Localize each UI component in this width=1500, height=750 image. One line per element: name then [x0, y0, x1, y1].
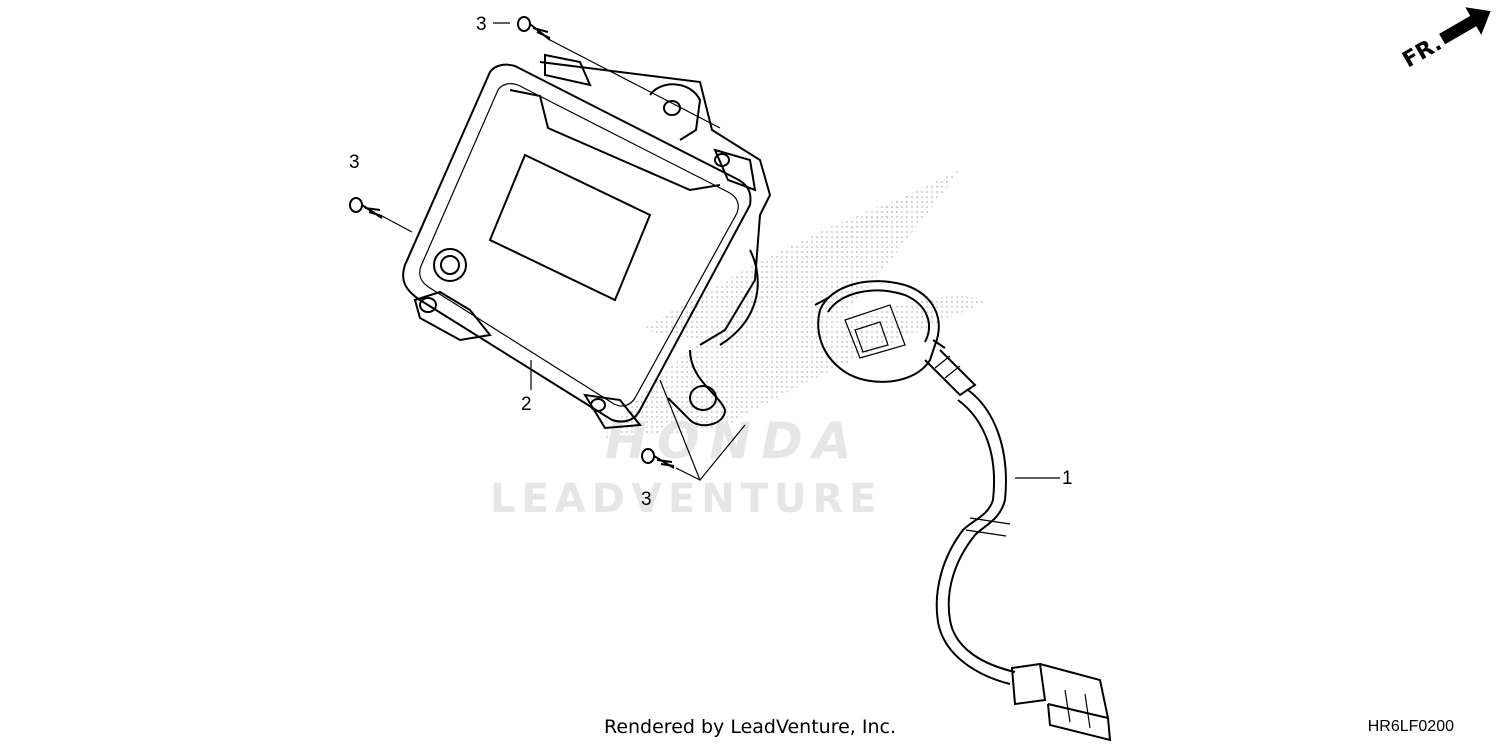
watermark-brand: HONDA: [605, 412, 861, 470]
callout-3-left: 3: [349, 152, 360, 173]
screw-top-part-3[interactable]: [517, 16, 551, 41]
screw-left-part-3[interactable]: [349, 197, 383, 219]
leader-line: [381, 215, 413, 233]
leader-line: [675, 467, 701, 481]
wire-harness-part-1[interactable]: [814, 280, 1112, 742]
render-credit: Rendered by LeadVenture, Inc.: [603, 716, 897, 738]
screw-bottom-part-3[interactable]: [641, 448, 675, 469]
callout-1: 1: [1062, 468, 1073, 489]
direction-label: FR.: [1399, 31, 1447, 73]
leader-line: [549, 39, 721, 129]
front-direction-arrow-icon: FR.: [1399, 7, 1491, 73]
diagram-code: HR6LF0200: [1367, 718, 1454, 735]
watermark-wing-logo: [600, 170, 990, 440]
callout-3-top: 3: [476, 14, 487, 35]
meter-unit-part-2[interactable]: [402, 53, 772, 430]
watermark-text: LEADVENTURE: [490, 476, 883, 522]
callout-2: 2: [521, 394, 532, 415]
callout-3-bottom: 3: [641, 489, 652, 510]
